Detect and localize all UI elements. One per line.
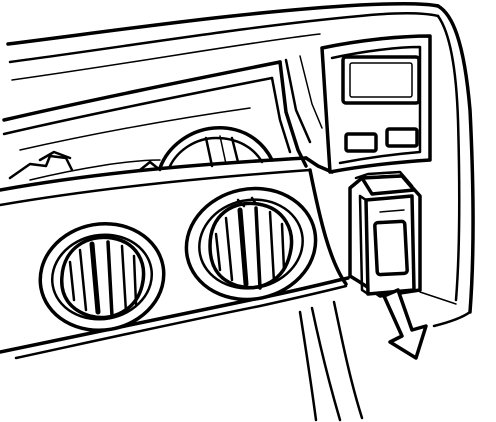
heater-control-panel	[0, 156, 350, 360]
clock-button-left	[344, 132, 378, 153]
center-vent	[158, 126, 274, 170]
radio-slot	[2, 55, 323, 168]
removable-switch	[358, 194, 416, 296]
middle-knob	[184, 186, 318, 302]
pull-direction-arrow-icon	[382, 288, 428, 360]
display-module	[320, 34, 432, 174]
clock-display	[341, 55, 421, 105]
left-knob	[38, 221, 166, 333]
clock-button-right	[385, 127, 419, 148]
lower-trim	[298, 291, 457, 422]
dashboard-bezel	[6, 1, 475, 328]
